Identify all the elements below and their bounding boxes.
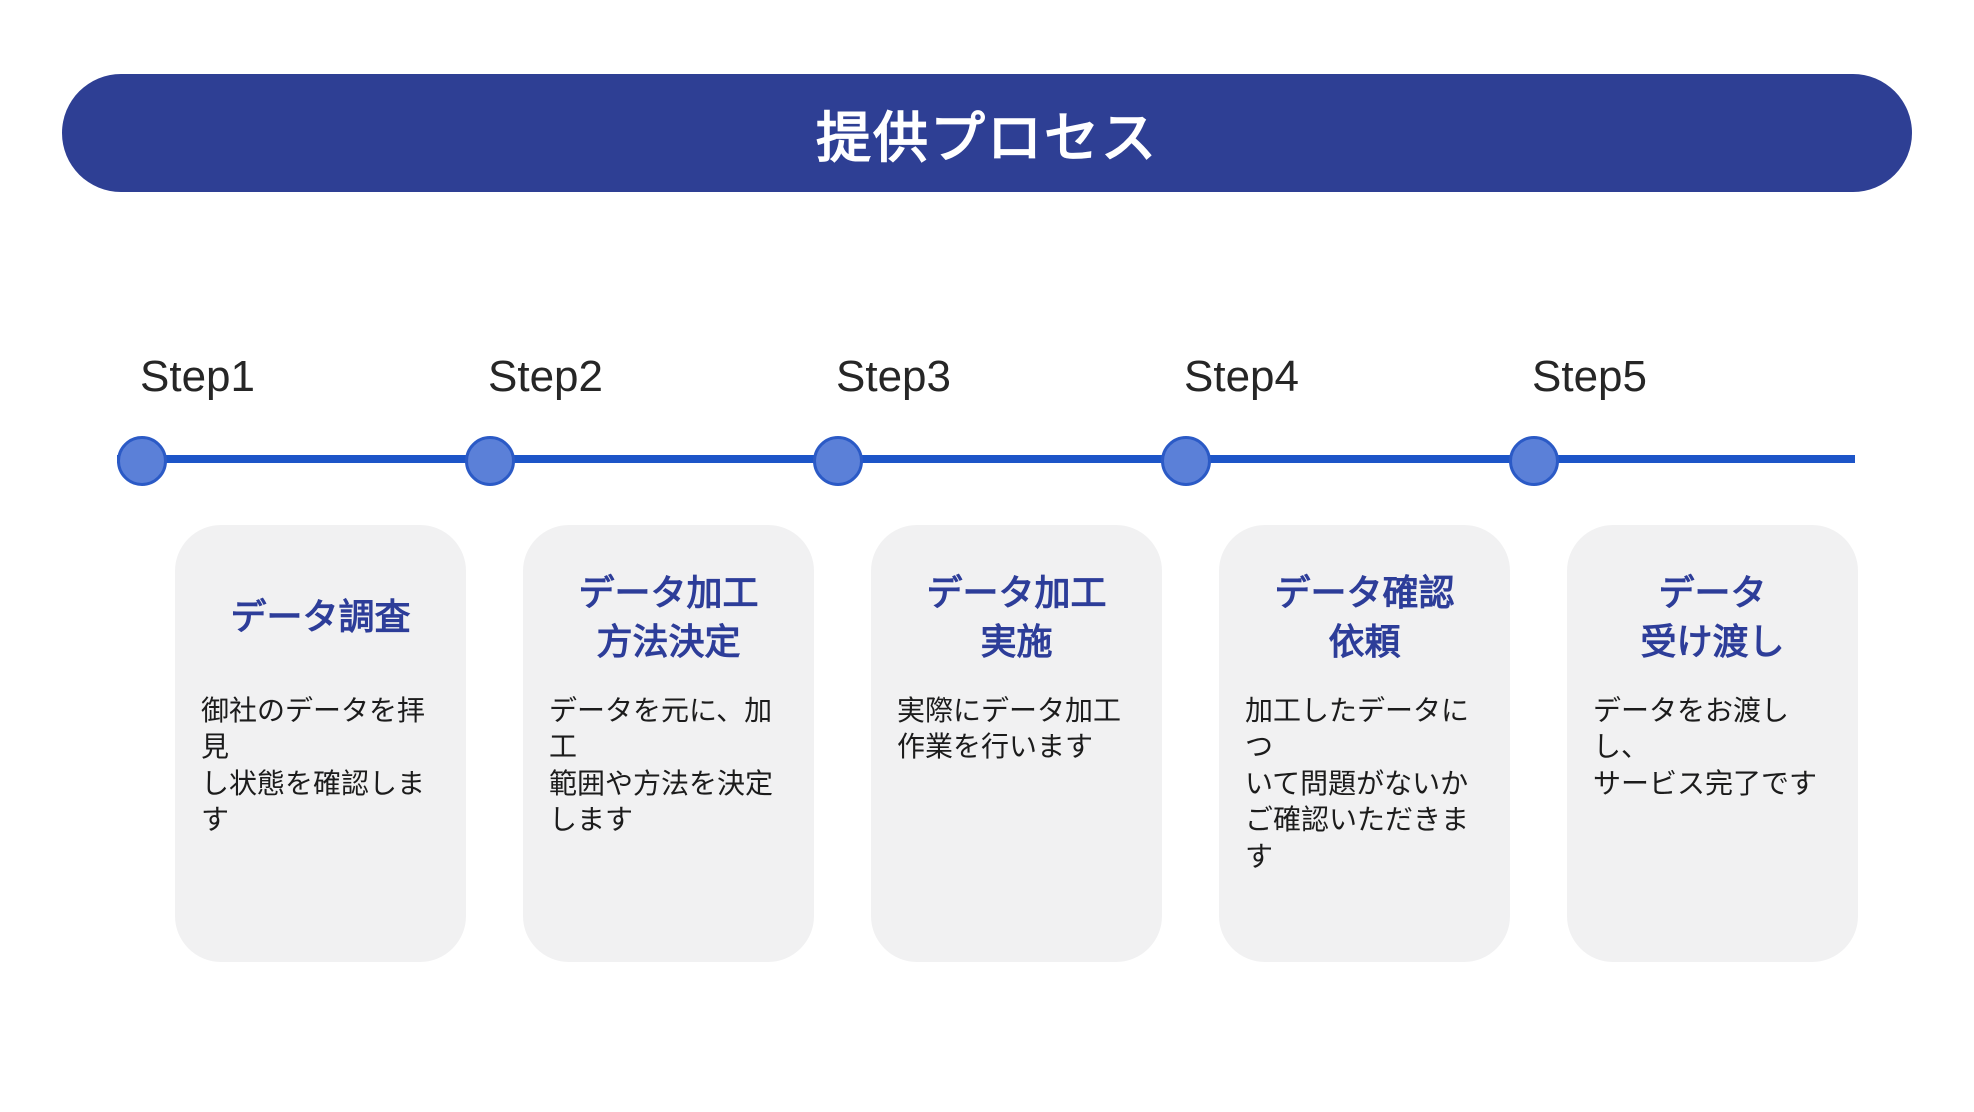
step-label-1: Step1 [140, 352, 255, 401]
process-card-1: データ調査 御社のデータを拝見 し状態を確認します [175, 525, 466, 962]
step-label-5: Step5 [1532, 352, 1647, 401]
step-label-2: Step2 [488, 352, 603, 401]
process-card-4: データ確認 依頼 加工したデータにつ いて問題がないか ご確認いただきます [1219, 525, 1510, 962]
card-title-3: データ加工 実施 [926, 571, 1107, 662]
card-title-2: データ加工 方法決定 [578, 571, 759, 662]
process-card-5: データ 受け渡し データをお渡しし、 サービス完了です [1567, 525, 1858, 962]
card-description-5: データをお渡しし、 サービス完了です [1593, 695, 1818, 799]
card-description-1: 御社のデータを拝見 し状態を確認します [201, 695, 426, 836]
card-description-3: 実際にデータ加工 作業を行います [897, 695, 1122, 763]
step-label-4: Step4 [1184, 352, 1299, 401]
card-title-5: データ 受け渡し [1640, 571, 1785, 662]
process-card-2: データ加工 方法決定 データを元に、加工 範囲や方法を決定 します [523, 525, 814, 962]
page-title: 提供プロセス [815, 107, 1158, 169]
step-label-3: Step3 [836, 352, 951, 401]
card-title-4: データ確認 依頼 [1274, 571, 1455, 662]
process-card-3: データ加工 実施 実際にデータ加工 作業を行います [871, 525, 1162, 962]
timeline-dot-5 [1509, 436, 1559, 486]
card-description-2: データを元に、加工 範囲や方法を決定 します [549, 695, 774, 836]
timeline-dot-3 [813, 436, 863, 486]
card-title-1: データ調査 [230, 596, 411, 638]
timeline-dot-4 [1161, 436, 1211, 486]
timeline-dot-2 [465, 436, 515, 486]
card-description-4: 加工したデータにつ いて問題がないか ご確認いただきます [1245, 695, 1470, 872]
timeline-line [117, 455, 1855, 463]
timeline-dot-1 [117, 436, 167, 486]
header-pill: 提供プロセス [62, 74, 1912, 192]
